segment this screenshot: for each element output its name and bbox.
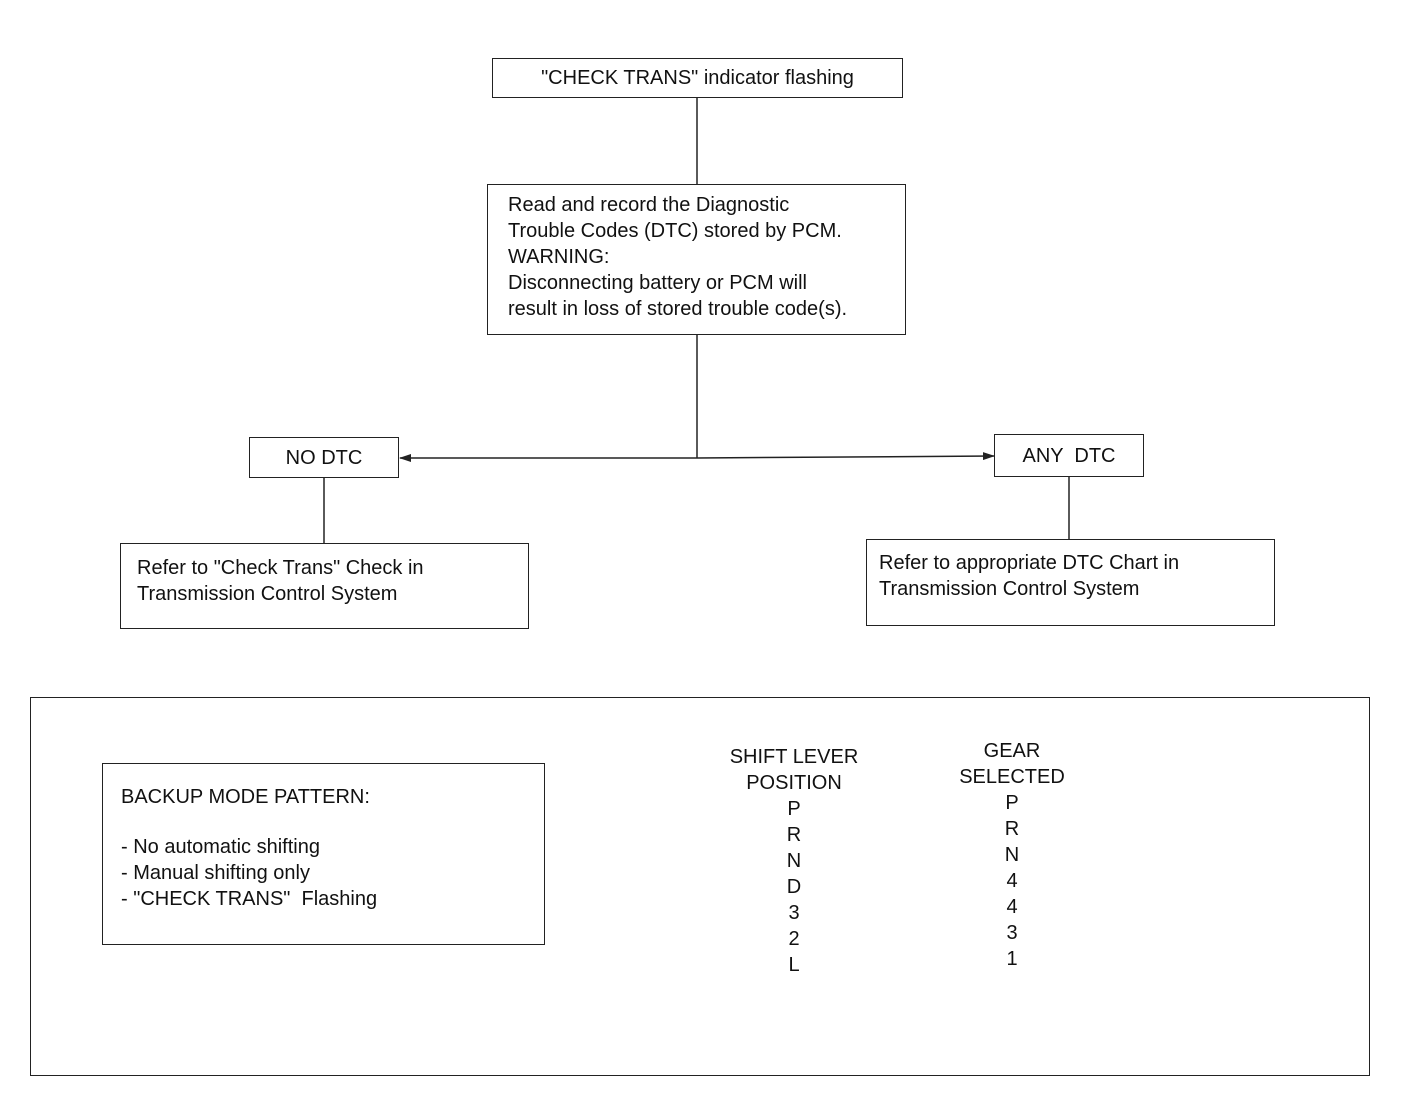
shift-lever-header: SHIFT LEVER (729, 746, 859, 768)
backup-mode-item: - No automatic shifting (121, 836, 320, 858)
shift-position: N (786, 850, 802, 872)
gear-selected-header: SELECTED (959, 766, 1065, 788)
backup-mode-text: BACKUP MODE PATTERN: - No automatic shif… (103, 764, 544, 912)
gear-value: 4 (1006, 896, 1018, 918)
shift-position: 3 (788, 902, 800, 924)
gear-value: N (1004, 844, 1020, 866)
any-dtc-action-line: Transmission Control System (879, 578, 1140, 600)
arrow-to-any-dtc (696, 452, 995, 461)
shift-position: 2 (788, 928, 800, 950)
any-dtc-action-line: Refer to appropriate DTC Chart in (879, 552, 1180, 574)
shift-position: R (786, 824, 802, 846)
read-dtc-line: Trouble Codes (DTC) stored by PCM. (508, 220, 842, 242)
shift-position: D (786, 876, 802, 898)
any-dtc-action-text: Refer to appropriate DTC Chart in Transm… (867, 540, 1274, 602)
gear-list: P R N 4 4 3 1 (932, 790, 1092, 972)
read-dtc-text: Read and record the Diagnostic Trouble C… (488, 185, 905, 322)
any-dtc-action-box: Refer to appropriate DTC Chart in Transm… (866, 539, 1275, 626)
gear-value: P (1005, 792, 1019, 814)
shift-position: L (788, 954, 800, 976)
no-dtc-action-line: Refer to "Check Trans" Check in (137, 557, 424, 579)
backup-mode-box: BACKUP MODE PATTERN: - No automatic shif… (102, 763, 545, 945)
read-dtc-line: Read and record the Diagnostic (508, 194, 790, 216)
start-label: "CHECK TRANS" indicator flashing (541, 67, 854, 89)
no-dtc-label: NO DTC (285, 447, 363, 469)
warning-line: Disconnecting battery or PCM will (508, 272, 807, 294)
gear-value: R (1004, 818, 1020, 840)
no-dtc-box: NO DTC (249, 437, 399, 478)
shift-lever-header: POSITION (746, 772, 842, 794)
gear-selected-column: GEAR SELECTED P R N 4 4 3 1 (932, 738, 1092, 972)
no-dtc-action-box: Refer to "Check Trans" Check in Transmis… (120, 543, 529, 629)
any-dtc-box: ANY DTC (994, 434, 1144, 477)
shift-position-list: P R N D 3 2 L (704, 796, 884, 978)
read-dtc-box: Read and record the Diagnostic Trouble C… (487, 184, 906, 335)
warning-line: result in loss of stored trouble code(s)… (508, 298, 848, 320)
shift-lever-column: SHIFT LEVER POSITION P R N D 3 2 L (704, 744, 884, 978)
gear-value: 4 (1006, 870, 1018, 892)
shift-position: P (787, 798, 801, 820)
backup-mode-item: - Manual shifting only (121, 862, 310, 884)
any-dtc-label: ANY DTC (1022, 445, 1116, 467)
start-box: "CHECK TRANS" indicator flashing (492, 58, 903, 98)
backup-mode-title: BACKUP MODE PATTERN: (121, 786, 370, 808)
gear-value: 3 (1006, 922, 1018, 944)
no-dtc-action-text: Refer to "Check Trans" Check in Transmis… (121, 544, 528, 607)
warning-label: WARNING: (508, 246, 610, 268)
backup-mode-item: - "CHECK TRANS" Flashing (121, 888, 378, 910)
no-dtc-action-line: Transmission Control System (137, 583, 398, 605)
gear-value: 1 (1006, 948, 1018, 970)
gear-selected-header: GEAR (983, 740, 1041, 762)
